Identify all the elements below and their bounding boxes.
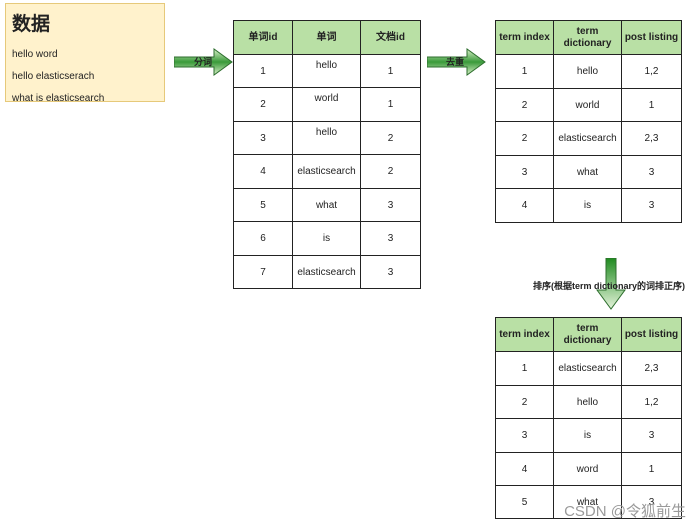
sorted-header-post-listing: post listing: [621, 317, 682, 352]
table-row: 4 elasticsearch 2: [233, 154, 421, 189]
table-cell: elasticsearch: [292, 154, 361, 189]
table-row: 7 elasticsearch 3: [233, 255, 421, 289]
table-cell: 4: [233, 154, 293, 189]
table-cell: what: [553, 155, 622, 189]
sorted-table: term index term dictionary post listing …: [495, 317, 682, 519]
table-cell: 1: [360, 54, 421, 88]
table-cell: 7: [233, 255, 293, 289]
dedup-arrow-icon: [427, 48, 486, 76]
table-cell: 2: [233, 87, 293, 122]
table-cell: is: [553, 188, 622, 223]
table-row: 2 elasticsearch 2,3: [495, 121, 682, 156]
table-cell: what: [292, 188, 361, 222]
table-row: 1 elasticsearch 2,3: [495, 351, 682, 386]
table-cell: 2: [495, 385, 554, 419]
table-cell: 3: [621, 418, 682, 453]
sort-label: 排序(根据term dictionary的词排正序): [533, 281, 686, 291]
table-cell: elasticsearch: [553, 121, 622, 156]
dedup-label: 去重: [446, 57, 465, 67]
tokenize-table: 单词id 单词 文档id 1 hello 1 2 world 1 3 hello…: [233, 20, 421, 289]
table-row: 6 is 3: [233, 221, 421, 256]
table-row: 5 what 3: [495, 485, 682, 519]
table-cell: 1: [360, 87, 421, 122]
table-row: 4 is 3: [495, 188, 682, 223]
data-line-3: what is elasticsearch: [12, 93, 105, 104]
table-cell: 5: [495, 485, 554, 519]
table-row: 4 word 1: [495, 452, 682, 486]
table-cell: 2: [495, 88, 554, 122]
watermark: CSDN @令狐前生: [564, 503, 686, 520]
table-cell: elasticsearch: [292, 255, 361, 289]
table-cell: 4: [495, 188, 554, 223]
table-cell: 1: [495, 351, 554, 386]
table-cell: 2: [360, 121, 421, 155]
tokenize-label: 分词: [194, 57, 213, 67]
table-cell: 1: [495, 54, 554, 89]
table-cell: 2: [360, 154, 421, 189]
table-row: 2 world 1: [495, 88, 682, 122]
sorted-header-term-index: term index: [495, 317, 554, 352]
table-cell: 1: [621, 88, 682, 122]
dedup-header-row: term index term dictionary post listing: [495, 20, 682, 55]
table-cell: hello: [553, 54, 622, 89]
table-cell: hello: [553, 385, 622, 419]
table-cell: hello: [292, 121, 361, 155]
table-cell: 3: [621, 155, 682, 189]
table-cell: 3: [621, 188, 682, 223]
table-cell: is: [553, 418, 622, 453]
table-cell: 2,3: [621, 121, 682, 156]
table-row: 3 what 3: [495, 155, 682, 189]
table-cell: 3: [495, 418, 554, 453]
data-note: 数据 hello word hello elasticserach what i…: [5, 3, 165, 104]
table-cell: 3: [621, 485, 682, 519]
table-cell: word: [553, 452, 622, 486]
table-row: 1 hello 1,2: [495, 54, 682, 89]
table-cell: 2: [495, 121, 554, 156]
table-cell: 1: [621, 452, 682, 486]
table-cell: is: [292, 221, 361, 256]
table-cell: 3: [360, 255, 421, 289]
table-cell: elasticsearch: [553, 351, 622, 386]
data-line-1: hello word: [12, 49, 58, 60]
table-row: 1 hello 1: [233, 54, 421, 88]
table-cell: world: [553, 88, 622, 122]
table-cell: world: [292, 87, 361, 122]
table-cell: 6: [233, 221, 293, 256]
table-cell: 2,3: [621, 351, 682, 386]
dedup-table: term index term dictionary post listing …: [495, 20, 682, 223]
table-row: 3 hello 2: [233, 121, 421, 155]
table-cell: 1,2: [621, 54, 682, 89]
table-cell: what: [553, 485, 622, 519]
sort-arrow-icon: [596, 258, 626, 310]
table-cell: 5: [233, 188, 293, 222]
dedup-header-post-listing: post listing: [621, 20, 682, 55]
dedup-header-term-index: term index: [495, 20, 554, 55]
tokenize-header-word: 单词: [292, 20, 361, 55]
table-row: 5 what 3: [233, 188, 421, 222]
sorted-header-term-dictionary: term dictionary: [553, 317, 622, 352]
table-cell: 4: [495, 452, 554, 486]
table-cell: 1,2: [621, 385, 682, 419]
dedup-header-term-dictionary: term dictionary: [553, 20, 622, 55]
table-cell: hello: [292, 54, 361, 88]
table-cell: 3: [495, 155, 554, 189]
table-cell: 1: [233, 54, 293, 88]
data-note-title: 数据: [12, 13, 51, 35]
data-line-2: hello elasticserach: [12, 71, 95, 82]
tokenize-arrow-icon: [174, 48, 233, 76]
table-row: 2 world 1: [233, 87, 421, 122]
tokenize-header-word-id: 单词id: [233, 20, 293, 55]
table-row: 3 is 3: [495, 418, 682, 453]
table-cell: 3: [360, 188, 421, 222]
tokenize-header-row: 单词id 单词 文档id: [233, 20, 421, 55]
table-cell: 3: [233, 121, 293, 155]
table-row: 2 hello 1,2: [495, 385, 682, 419]
tokenize-header-doc-id: 文档id: [360, 20, 421, 55]
table-cell: 3: [360, 221, 421, 256]
sorted-header-row: term index term dictionary post listing: [495, 317, 682, 352]
